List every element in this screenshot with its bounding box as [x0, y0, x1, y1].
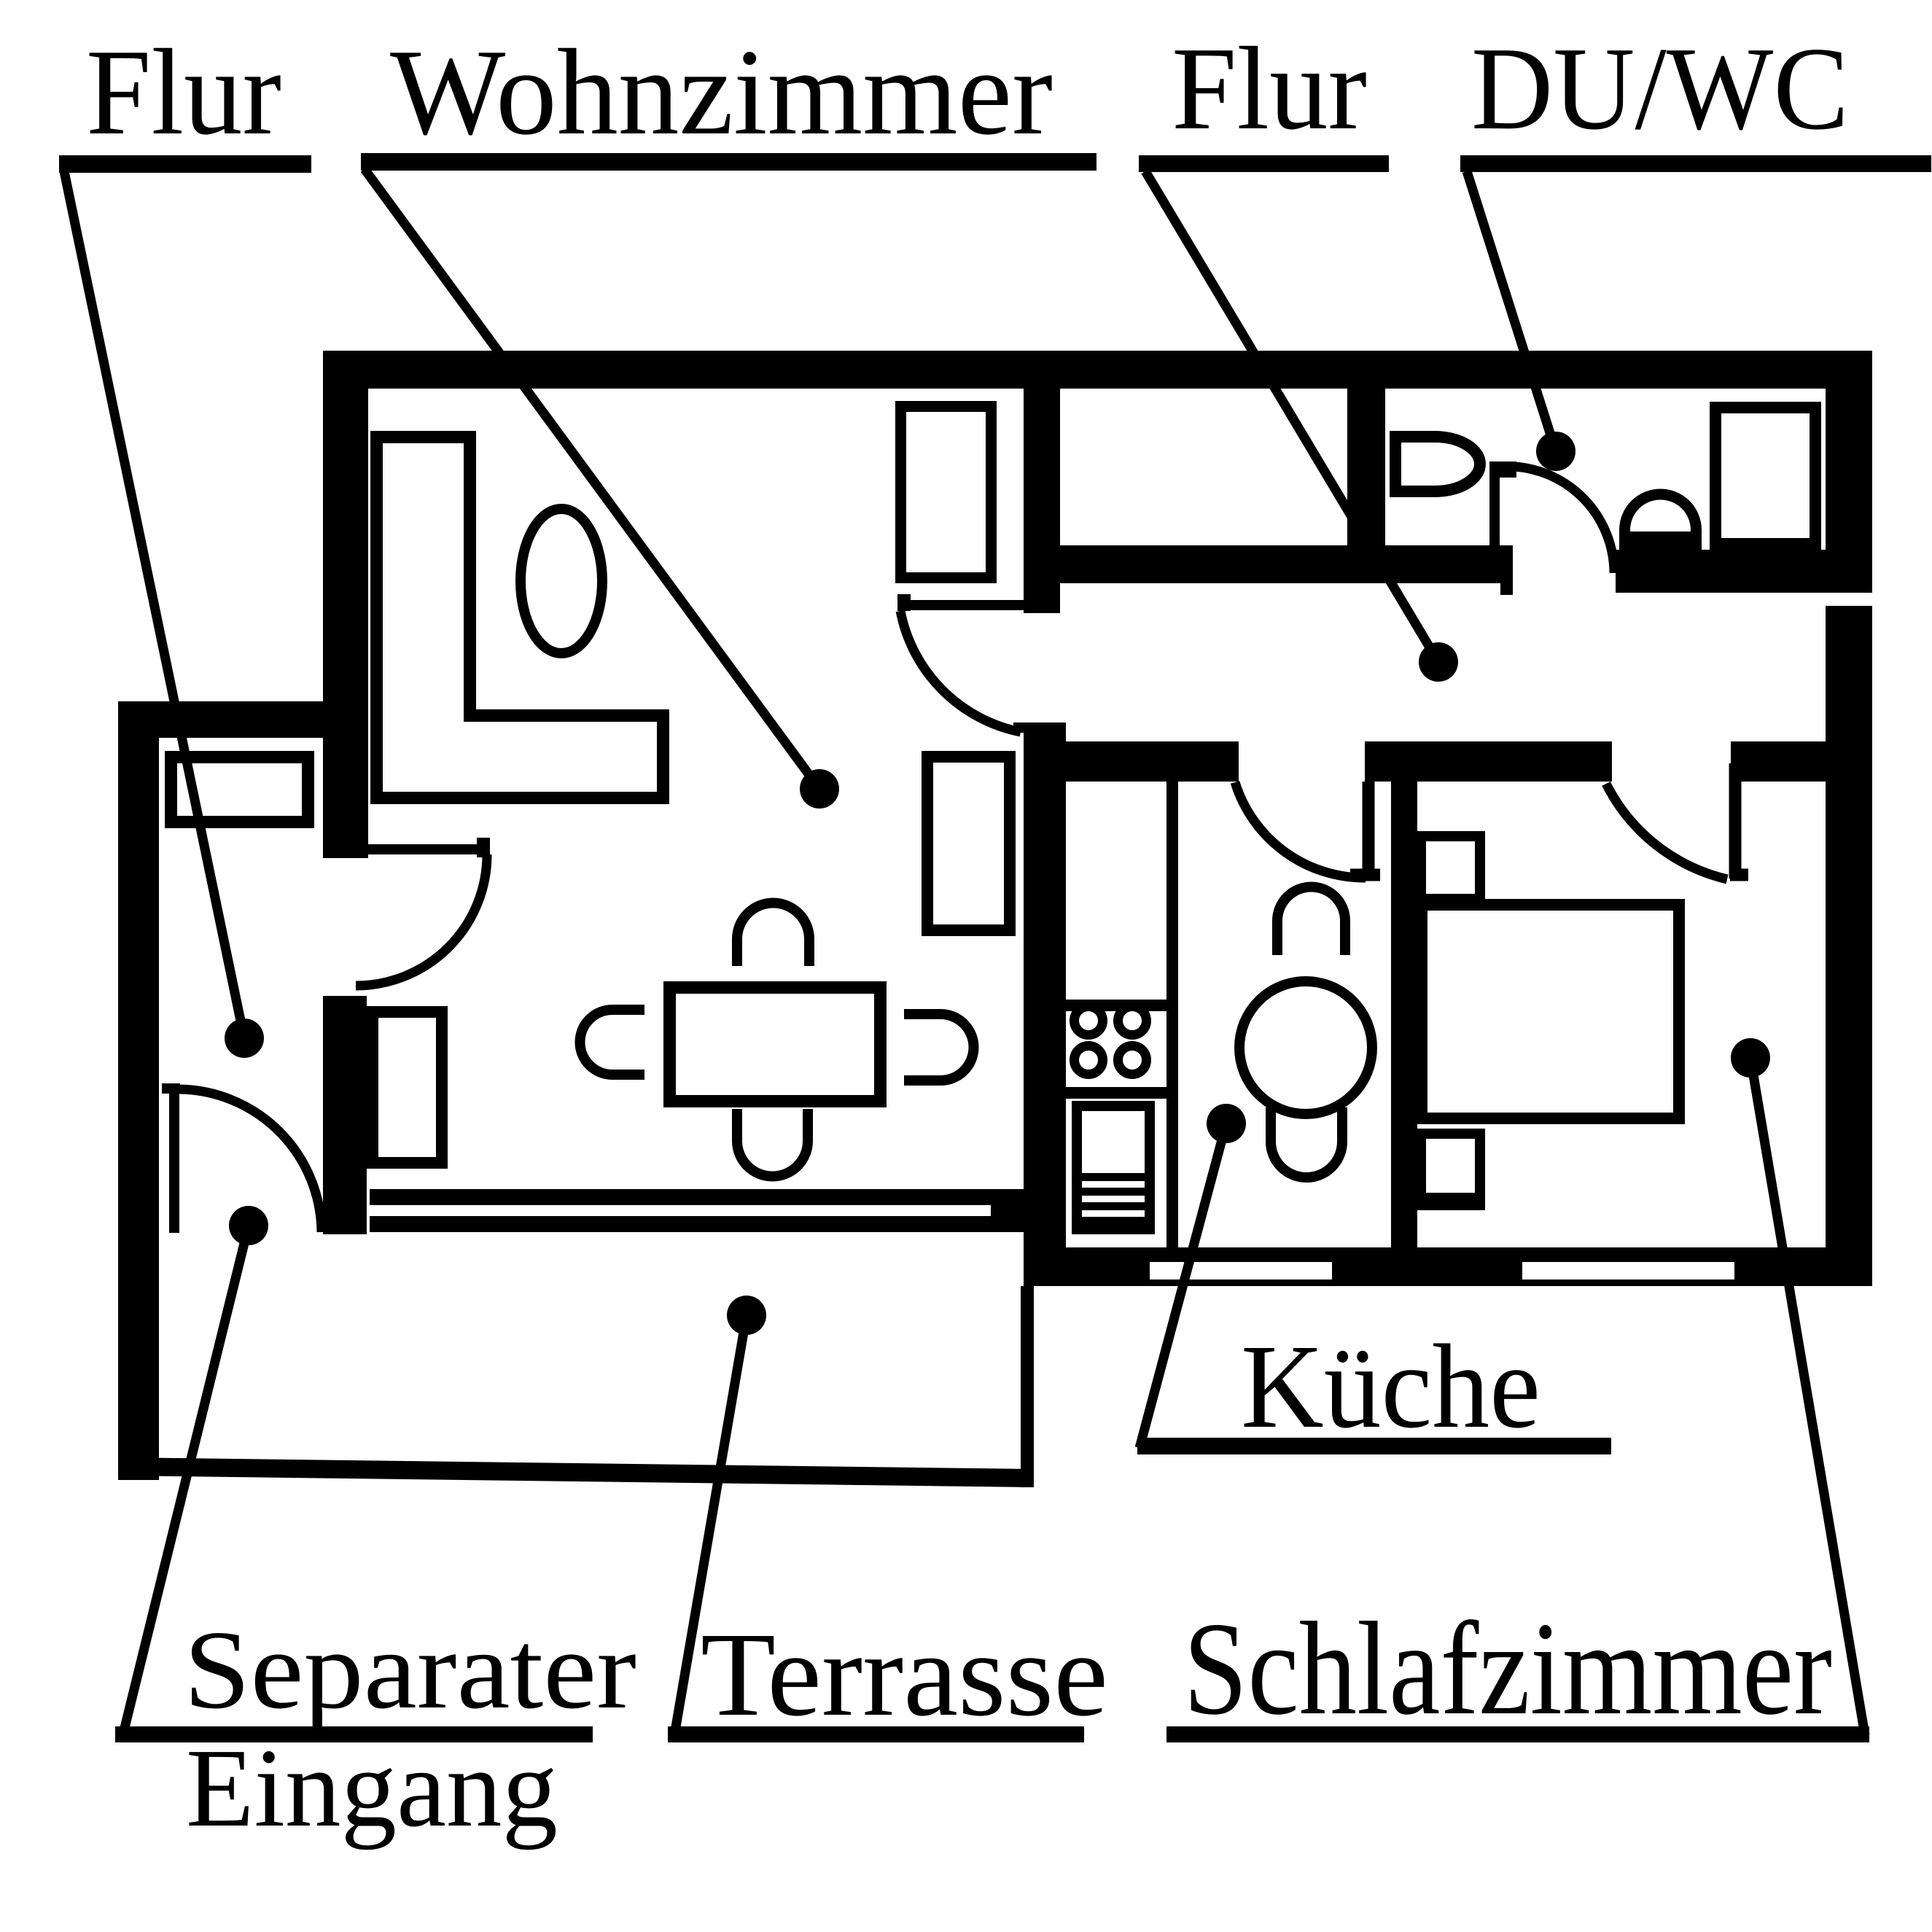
- svg-text:DU/WC: DU/WC: [1471, 23, 1849, 155]
- svg-text:Separater: Separater: [184, 1608, 636, 1732]
- svg-text:Schlafzimmer: Schlafzimmer: [1183, 1594, 1832, 1742]
- svg-text:Flur: Flur: [86, 23, 281, 160]
- svg-text:Wohnzimmer: Wohnzimmer: [390, 23, 1053, 160]
- svg-text:Terrasse: Terrasse: [701, 1608, 1108, 1741]
- svg-text:Küche: Küche: [1241, 1320, 1540, 1453]
- svg-text:Eingang: Eingang: [186, 1726, 558, 1850]
- svg-text:Flur: Flur: [1172, 23, 1367, 155]
